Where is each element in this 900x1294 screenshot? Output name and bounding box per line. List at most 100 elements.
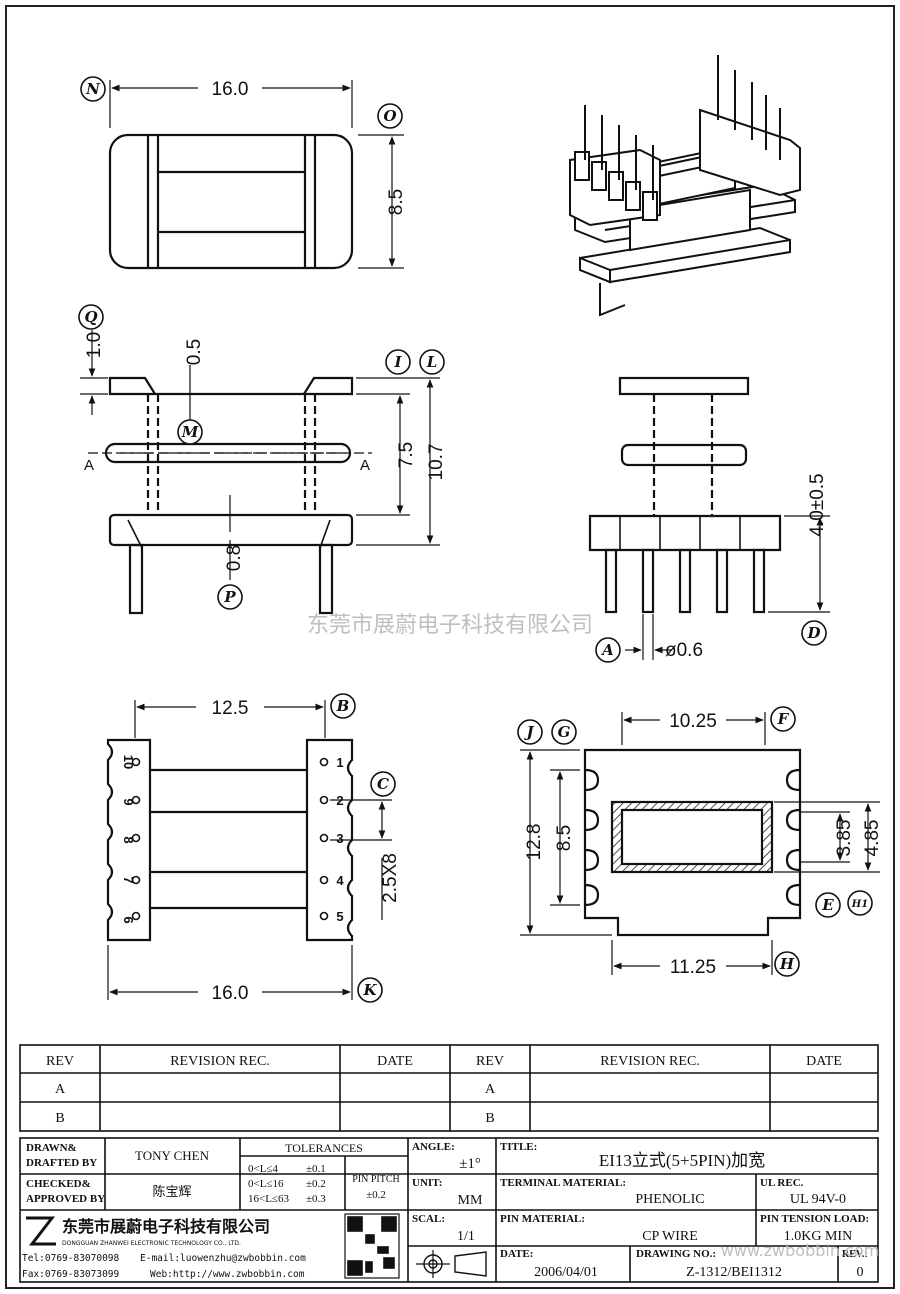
company-tel: Tel:0769-83070098 xyxy=(22,1253,120,1264)
ref-circle-J xyxy=(517,719,543,745)
scale-value: 1/1 xyxy=(457,1229,475,1244)
pin-tension-value: 1.0KG MIN xyxy=(784,1229,852,1244)
drawn-label-line1: DRAWN& xyxy=(26,1142,77,1154)
bottom-width-dim: 16.0 xyxy=(212,983,249,1004)
title-block xyxy=(19,1137,879,1283)
unit-value: MM xyxy=(458,1193,483,1208)
end-inner-dim: 8.5 xyxy=(554,825,575,851)
ref-circle-Q xyxy=(78,304,104,330)
front-flange-dim: 1.0 xyxy=(84,332,105,358)
company-name-cn: 东莞市展蔚电子科技有限公司 xyxy=(62,1217,270,1236)
label-N: N xyxy=(85,80,101,98)
ref-circle-N xyxy=(80,76,106,102)
pin-label-9: 9 xyxy=(121,798,136,805)
revision-rec-header-1: REVISION REC. xyxy=(170,1054,270,1069)
top-height-dim: 8.5 xyxy=(386,189,407,215)
section-mark-left: A xyxy=(84,457,94,474)
pin-label-7: 7 xyxy=(121,876,136,883)
ref-circle-F xyxy=(770,706,796,732)
rev-header-1: REV xyxy=(46,1054,74,1069)
tol-range-3: 16<L≤63 xyxy=(248,1193,289,1205)
front-pin-dim: 0.8 xyxy=(224,545,245,571)
angle-value: ±1° xyxy=(459,1156,481,1172)
label-P: P xyxy=(223,588,236,606)
bottom-pitch-dim: 2.5X8 xyxy=(380,853,401,903)
reference-labels xyxy=(78,76,873,1003)
label-E: E xyxy=(821,896,834,914)
unit-label: UNIT: xyxy=(412,1177,442,1189)
pin-material-label: PIN MATERIAL: xyxy=(500,1213,585,1225)
pin-label-1: 1 xyxy=(336,755,343,770)
bottom-view xyxy=(106,700,392,1000)
label-H: H xyxy=(779,955,795,973)
company-fax: Fax:0769-83073099 xyxy=(22,1269,120,1280)
label-F: F xyxy=(777,710,790,728)
label-H1: H1 xyxy=(851,899,868,910)
bottom-span-bg xyxy=(196,696,264,718)
end-top-dim: 10.25 xyxy=(669,711,717,732)
rev-row-a-2: A xyxy=(485,1082,496,1097)
tol-value-3: ±0.3 xyxy=(306,1193,326,1205)
terminal-material-value: PHENOLIC xyxy=(635,1192,704,1207)
top-width-bg xyxy=(198,76,262,98)
end-bottom-dim: 11.25 xyxy=(670,957,716,978)
drawing-no-label: DRAWING NO.: xyxy=(636,1248,716,1260)
end-height-dim: 12.8 xyxy=(524,824,545,861)
title-label: TITLE: xyxy=(500,1141,537,1153)
label-G: G xyxy=(558,723,571,741)
ref-circle-C xyxy=(370,771,396,797)
checked-label-line2: APPROVED BY xyxy=(26,1193,105,1205)
tol-value-2: ±0.2 xyxy=(306,1178,326,1190)
tol-range-1: 0<L≤4 xyxy=(248,1163,278,1175)
label-O: O xyxy=(383,107,396,125)
tolerances-label: TOLERANCES xyxy=(285,1141,363,1155)
ref-circle-A xyxy=(595,637,621,663)
pin-label-5: 5 xyxy=(336,909,343,924)
ul-rec-label: UL REC. xyxy=(760,1177,804,1189)
ref-circle-H xyxy=(774,951,800,977)
end-bottom-bg xyxy=(660,955,726,977)
watermark-url: www.zwbobbin.com xyxy=(721,1241,879,1260)
date-value: 2006/04/01 xyxy=(534,1265,598,1280)
section-mark-right: A xyxy=(360,457,370,474)
drawn-value: TONY CHEN xyxy=(135,1148,210,1163)
front-view xyxy=(80,330,440,615)
side-view xyxy=(588,376,830,660)
pin-label-4: 4 xyxy=(336,873,344,888)
side-pin-len-dim: 4.0±0.5 xyxy=(807,473,828,536)
ref-circle-D xyxy=(801,620,827,646)
company-email: E-mail:luowenzhu@zwbobbin.com xyxy=(140,1253,306,1264)
ul-rec-value: UL 94V-0 xyxy=(790,1192,846,1207)
rev-row-b-2: B xyxy=(485,1111,494,1126)
ref-circle-E xyxy=(815,892,841,918)
pin-label-8: 8 xyxy=(121,836,136,843)
isometric-view xyxy=(569,55,801,317)
label-B: B xyxy=(336,697,350,715)
label-J: J xyxy=(523,723,534,741)
rev-row-b-1: B xyxy=(55,1111,64,1126)
ref-circle-H1 xyxy=(847,890,873,916)
bottom-width-bg xyxy=(198,982,262,1004)
drawing-no-value: Z-1312/BEI1312 xyxy=(686,1265,782,1280)
end-view xyxy=(520,712,880,975)
page-border xyxy=(5,5,895,1289)
label-D: D xyxy=(806,624,820,642)
checked-label-line1: CHECKED& xyxy=(26,1178,91,1190)
ref-circle-P xyxy=(217,584,243,610)
top-view xyxy=(108,80,404,270)
side-pin-dia-dim: ø0.6 xyxy=(665,640,703,661)
tol-value-1: ±0.1 xyxy=(306,1163,326,1175)
pin-tension-label: PIN TENSION LOAD: xyxy=(760,1213,869,1225)
pin-label-6: 6 xyxy=(121,916,136,923)
label-K: K xyxy=(362,981,377,999)
pin-material-value: CP WIRE xyxy=(642,1229,698,1244)
ref-circle-K xyxy=(357,977,383,1003)
label-C: C xyxy=(377,775,389,793)
label-Q: Q xyxy=(84,308,97,326)
ref-circle-L xyxy=(419,349,445,375)
label-L: L xyxy=(426,353,438,371)
date-label: DATE: xyxy=(500,1248,533,1260)
rev-header-2: REV xyxy=(476,1054,504,1069)
date-header-1: DATE xyxy=(377,1054,413,1069)
